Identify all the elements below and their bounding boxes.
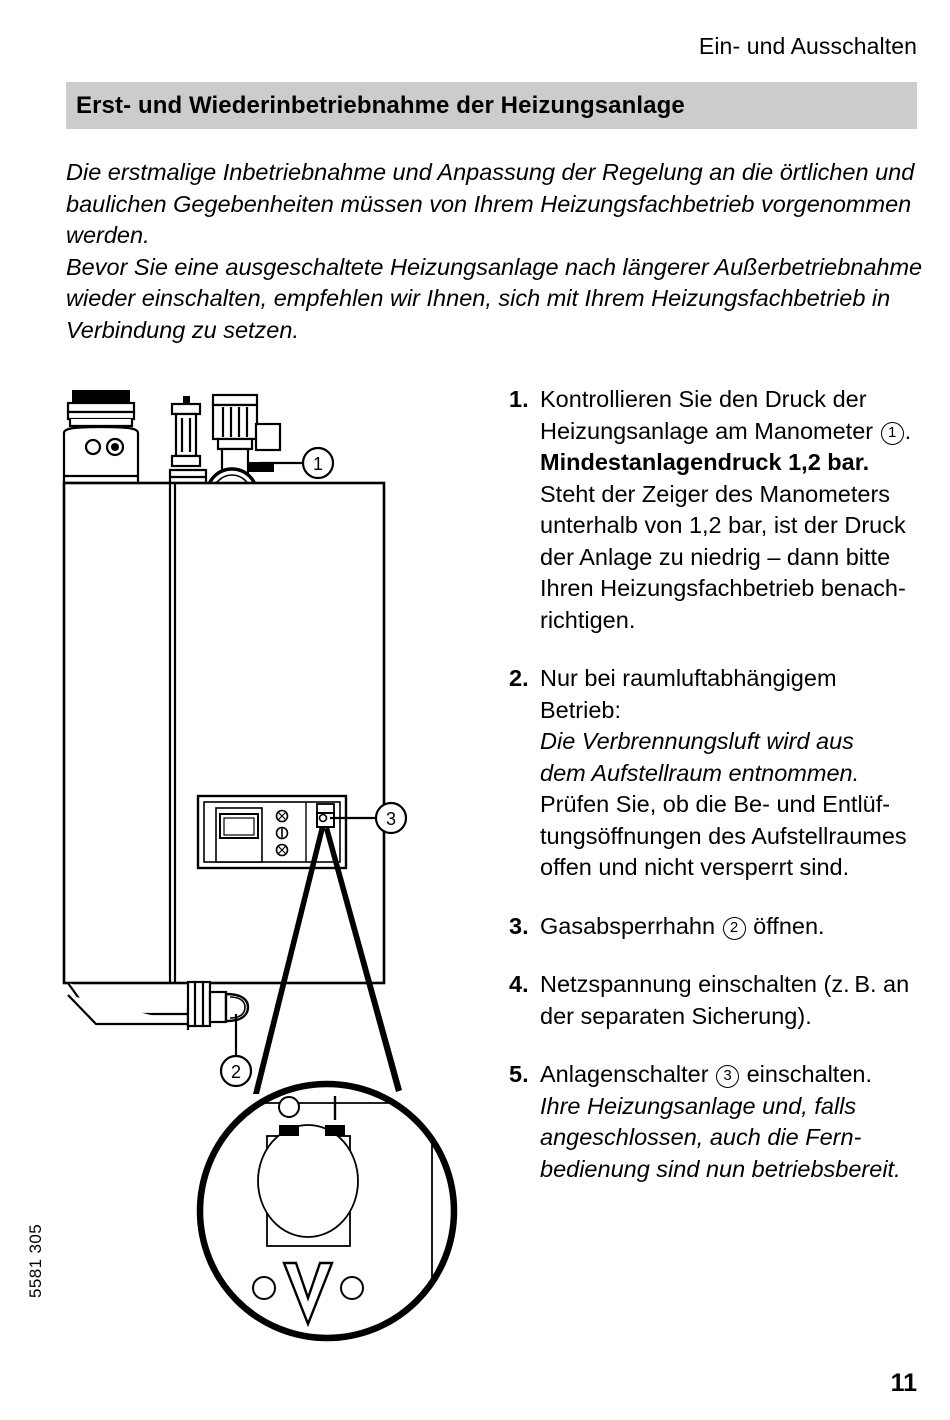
step-line-text-after: . (904, 417, 912, 444)
step-line-text: Steht der Zeiger des Manometers (540, 480, 891, 507)
callout-3-marker: 3 (374, 801, 408, 835)
detail-circle (196, 1080, 458, 1342)
control-panel-icon (196, 794, 348, 870)
step-number: 2. (509, 665, 529, 691)
callout-reference-1: 1 (880, 421, 904, 445)
step-line-text: richtigen. (540, 606, 636, 633)
step-line-text: Nur bei raumluftabhängigem (540, 665, 837, 691)
step-line-text: angeschlossen, auch die Fern- (540, 1124, 862, 1150)
callout-1-marker: 1 (301, 446, 335, 480)
step-line-text: Die Verbrennungsluft wird aus (540, 728, 854, 754)
step-line: Anlagenschalter 3 einschalten. (540, 1059, 934, 1091)
step-line-text: der Anlage zu niedrig – dann bitte (540, 543, 891, 570)
step-line-text: Anlagenschalter (540, 1061, 709, 1087)
step-text: Netzspannung einschalten (z. B. an der se… (540, 969, 934, 1032)
step-line-text: Heizungsanlage am Manometer (540, 417, 874, 444)
step-line: Prüfen Sie, ob die Be- und Entlüf- (540, 789, 934, 821)
instruction-step: 3. Gasabsperrhahn 2 öffnen. (509, 911, 934, 943)
magnifier-cone (253, 826, 402, 1094)
step-line-text-after: einschalten. (740, 1061, 873, 1087)
svg-text:1: 1 (313, 454, 323, 474)
step-line-text: Ihre Heizungsanlage und, falls (540, 1092, 857, 1119)
step-line: Heizungsanlage am Manometer 1. (540, 416, 934, 448)
page-title: Erst- und Wiederinbetriebnahme der Heizu… (76, 91, 685, 119)
callout-reference-3: 3 (716, 1065, 740, 1088)
instruction-step: 4. Netzspannung einschalten (z. B. an der … (509, 969, 934, 1032)
step-line-text: Kontrollieren Sie den Druck der (540, 386, 867, 412)
step-line: der Anlage zu niedrig – dann bitte (540, 542, 934, 574)
step-line: angeschlossen, auch die Fern- (540, 1122, 934, 1154)
section-title-bar: Erst- und Wiederinbetriebnahme der Heizu… (66, 82, 917, 129)
intro-text: Die erstmalige Inbetriebnahme und Anpass… (66, 157, 928, 346)
step-line: der separaten Sicherung). (540, 1001, 934, 1033)
step-line: Gasabsperrhahn 2 öffnen. (540, 911, 934, 943)
document-code: 5581 305 (26, 1223, 45, 1298)
page-number: 11 (890, 1369, 917, 1397)
step-number: 3. (509, 912, 529, 939)
step-line: dem Aufstellraum entnommen. (540, 758, 934, 790)
step-line: Nur bei raumluftabhängigem (540, 663, 934, 695)
step-line: unterhalb von 1,2 bar, ist der Druck (540, 510, 934, 542)
step-line: Ihre Heizungsanlage und, falls (540, 1091, 934, 1123)
step-line-text: tungsöffnungen des Aufstellraumes (540, 822, 907, 849)
step-line: offen und nicht versperrt sind. (540, 852, 934, 884)
step-line: Netzspannung einschalten (z. B. an (540, 969, 934, 1001)
boiler-body-icon (62, 481, 386, 985)
step-line: Steht der Zeiger des Manometers (540, 479, 934, 511)
running-head: Ein- und Ausschalten (698, 33, 917, 59)
step-line-text-after: öffnen. (746, 912, 825, 939)
step-number: 4. (509, 971, 529, 997)
intro-paragraph-2: Bevor Sie eine ausgeschaltete Heizungsan… (66, 253, 923, 343)
instruction-step: 5.Anlagenschalter 3 einschalten.Ihre Hei… (509, 1059, 934, 1185)
step-line-text: bedienung sind nun betriebsbereit. (540, 1155, 901, 1182)
step-text: Anlagenschalter 3 einschalten.Ihre Heizu… (540, 1059, 934, 1185)
step-line-text: offen und nicht versperrt sind. (540, 854, 850, 880)
svg-text:3: 3 (386, 809, 396, 829)
gas-shutoff-valve-icon (224, 992, 250, 1023)
step-number: 1. (509, 386, 529, 412)
step-line: tungsöffnungen des Aufstellraumes (540, 821, 934, 853)
step-line-text: Ihren Heizungsfachbetrieb benach- (540, 575, 906, 601)
step-line-text: unterhalb von 1,2 bar, ist der Druck (540, 512, 906, 538)
step-line-text: der separaten Sicherung). (540, 1002, 812, 1029)
step-line-text: Prüfen Sie, ob die Be- und Entlüf- (540, 791, 891, 817)
step-line: Mindestanlagendruck 1,2 bar. (540, 447, 934, 479)
expansion-vessel-icon (62, 390, 140, 485)
step-text: Gasabsperrhahn 2 öffnen. (540, 911, 934, 943)
step-line: Die Verbrennungsluft wird aus (540, 726, 934, 758)
boiler-illustration: 1 (20, 378, 490, 1343)
intro-paragraph-1: Die erstmalige Inbetriebnahme und Anpass… (66, 159, 915, 248)
step-line: bedienung sind nun betriebsbereit. (540, 1154, 934, 1186)
step-line: Ihren Heizungsfachbetrieb benach- (540, 573, 934, 605)
step-line-text: Gasabsperrhahn (540, 912, 716, 939)
step-line: Betrieb: (540, 695, 934, 727)
callout-2-marker: 2 (219, 1054, 253, 1088)
callout-reference-2: 2 (722, 916, 746, 940)
step-line: Kontrollieren Sie den Druck der (540, 384, 934, 416)
step-line-text: dem Aufstellraum entnommen. (540, 759, 860, 786)
step-line: richtigen. (540, 605, 934, 637)
step-line-text: Betrieb: (540, 696, 621, 723)
step-line-text: Netzspannung einschalten (z. B. an (540, 971, 910, 997)
gas-pipe-icon (67, 980, 228, 1030)
step-line-text: Mindestanlagendruck 1,2 bar. (540, 449, 870, 475)
step-number: 5. (509, 1061, 529, 1087)
svg-text:2: 2 (231, 1062, 241, 1082)
